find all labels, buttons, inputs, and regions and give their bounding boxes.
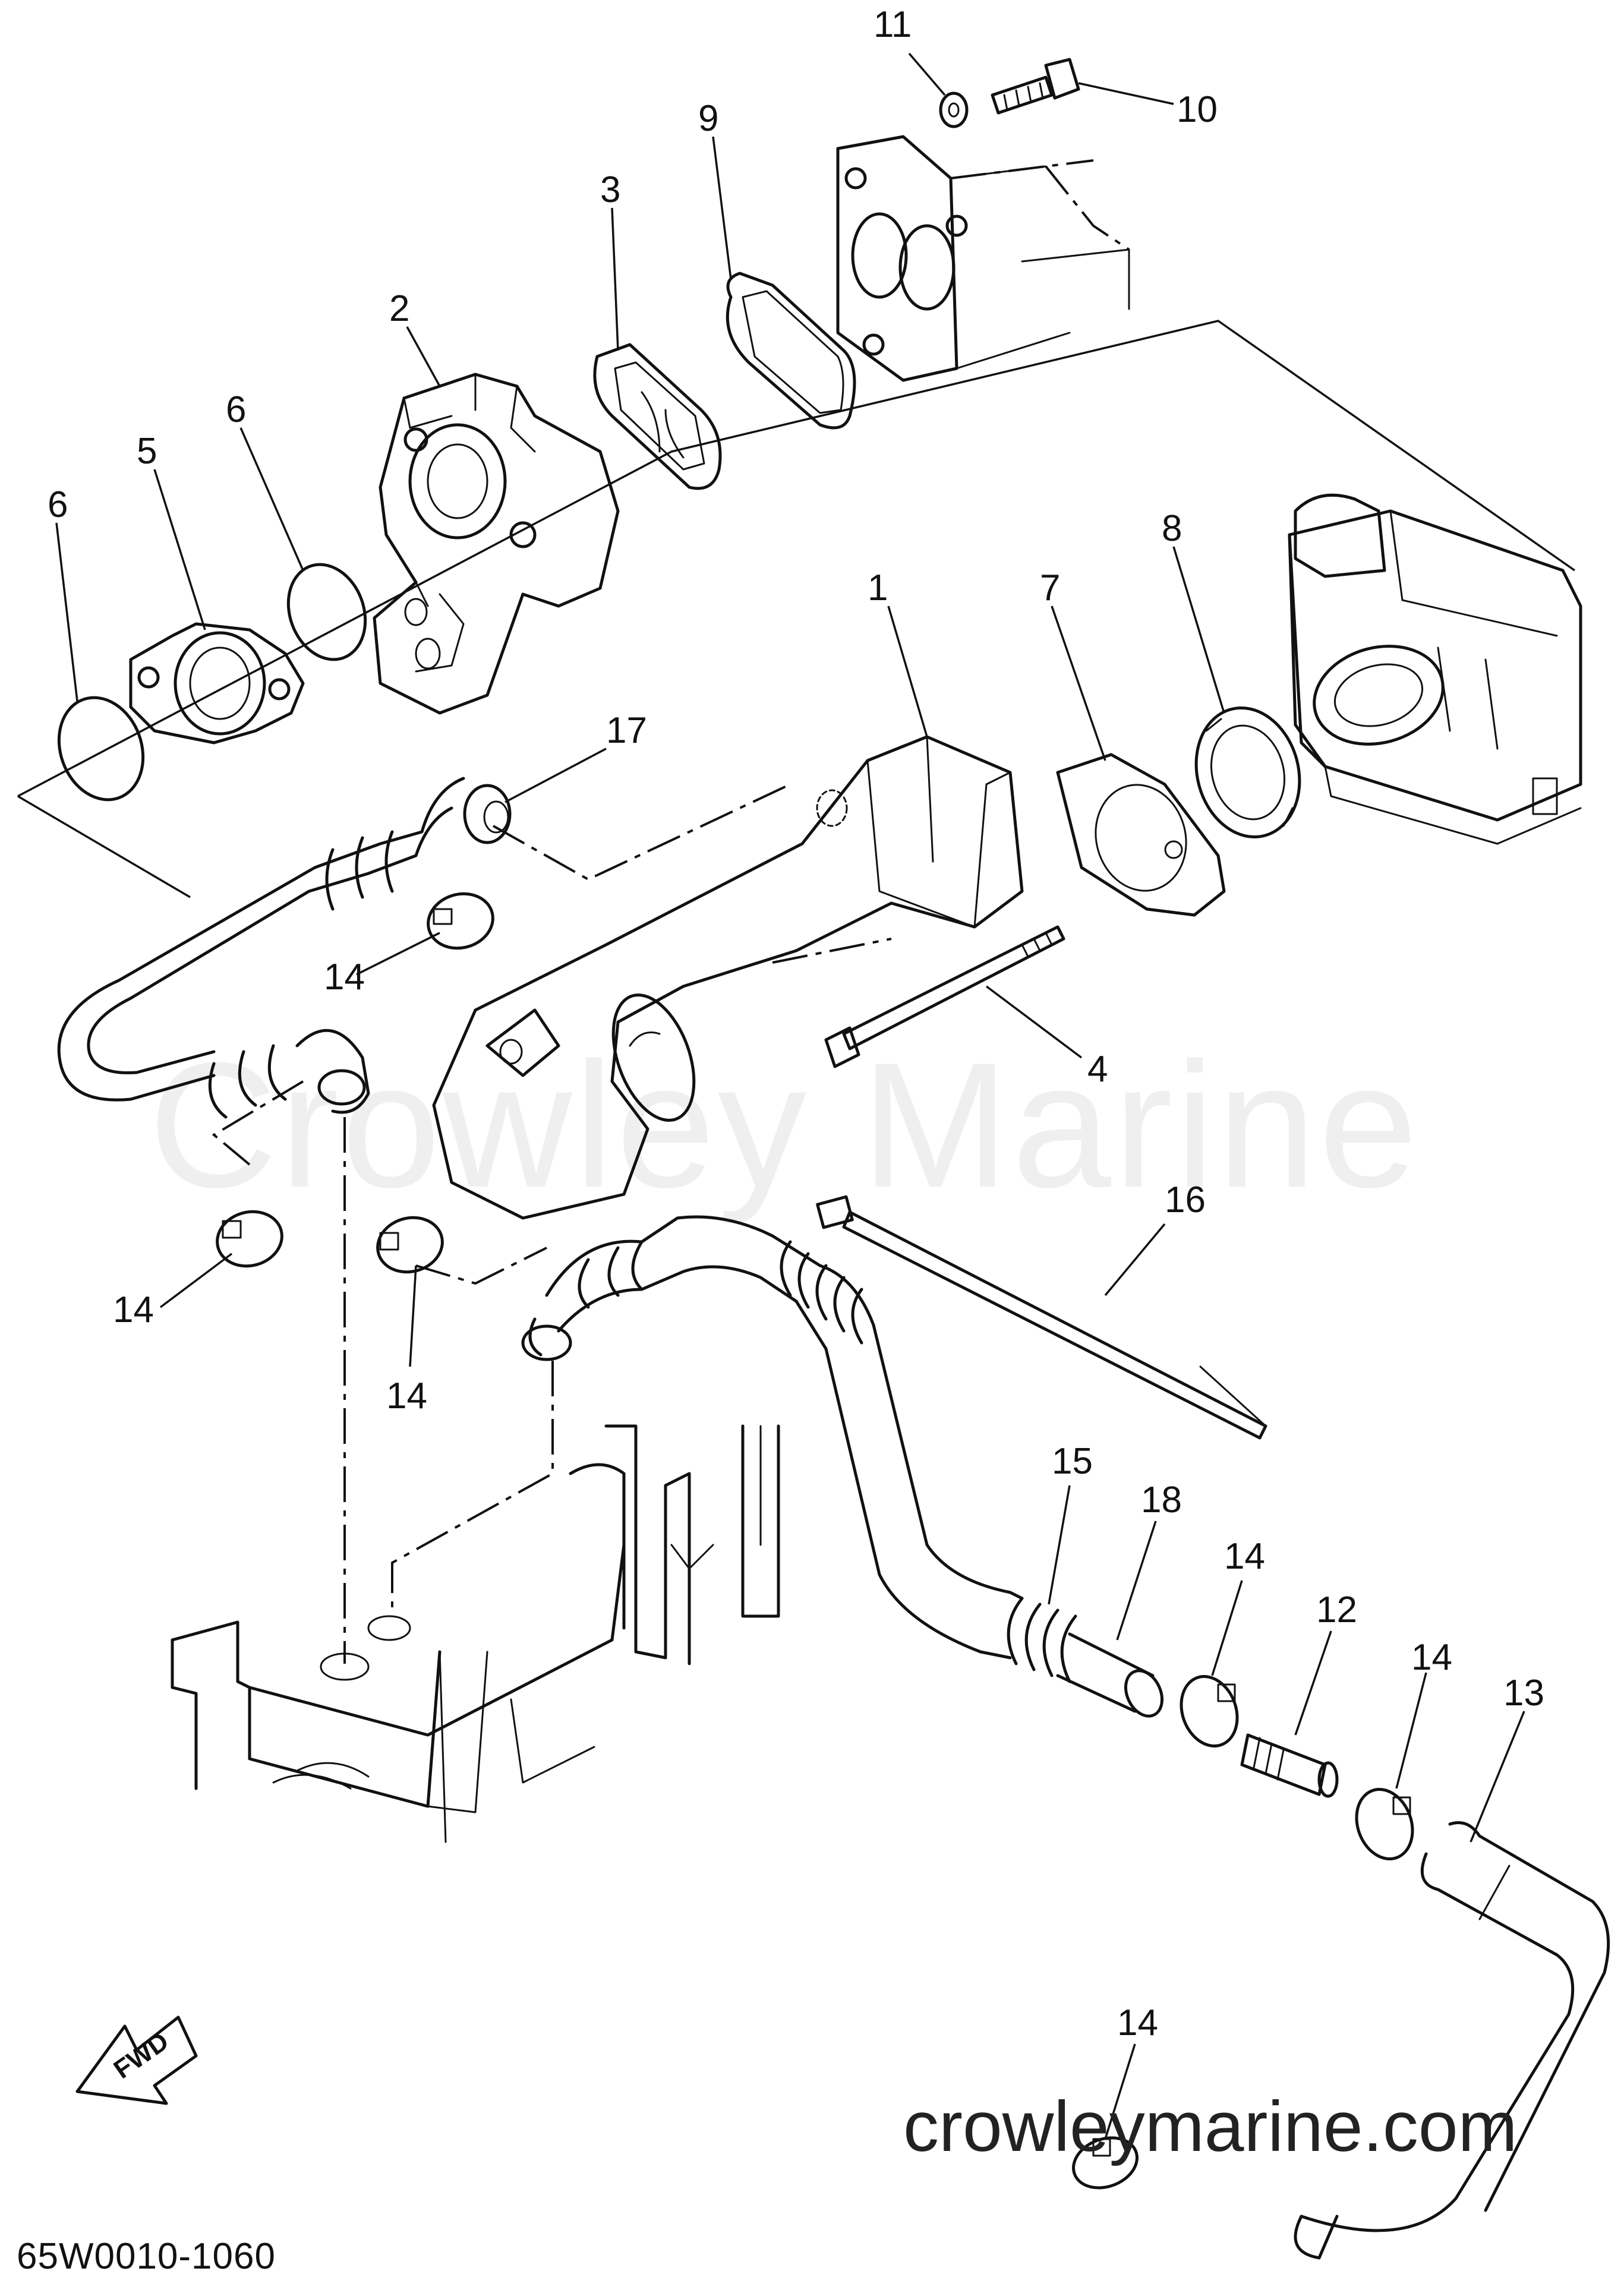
- assembly-bracket: [17, 320, 1576, 898]
- leader-dash-b: [391, 1361, 554, 1616]
- callout-15: 15: [1052, 1441, 1093, 1482]
- callout-10: 10: [1177, 89, 1218, 130]
- callout-6b: 6: [48, 484, 68, 525]
- callout-14c: 14: [386, 1376, 427, 1417]
- callout-4: 4: [1087, 1049, 1108, 1090]
- fwd-arrow: FWD: [75, 2015, 198, 2105]
- callout-16: 16: [1165, 1179, 1206, 1220]
- clamp-14-f: [1072, 2136, 1139, 2190]
- silencer-1: [432, 735, 1024, 1220]
- callout-leaders: [55, 52, 1525, 2140]
- o-ring-6-upper: [286, 563, 367, 661]
- gasket-3: [593, 343, 722, 490]
- clamp-14-b: [216, 1210, 283, 1268]
- clamp-14-c: [376, 1216, 444, 1274]
- clamp-14-e: [1355, 1788, 1414, 1860]
- leader-dash-e: [212, 1080, 304, 1166]
- callout-11: 11: [874, 4, 912, 45]
- callout-18: 18: [1141, 1480, 1182, 1521]
- callout-14f: 14: [1117, 2002, 1158, 2043]
- callout-12: 12: [1316, 1589, 1357, 1630]
- leader-dash-f: [415, 1247, 547, 1285]
- callout-14a: 14: [324, 957, 365, 998]
- callout-9: 9: [698, 98, 718, 139]
- breather-hose-upper: [57, 777, 512, 1119]
- callout-7: 7: [1040, 567, 1060, 608]
- callout-17: 17: [606, 710, 647, 751]
- bolt-4: [824, 925, 1065, 1068]
- throttle-body: [1288, 493, 1582, 845]
- gasket-7: [1056, 753, 1226, 917]
- leader-dash-c: [493, 783, 791, 881]
- callout-13: 13: [1503, 1673, 1544, 1714]
- leader-dash-d: [772, 938, 892, 964]
- crankcase-fragment: [171, 1424, 780, 1843]
- callout-14d: 14: [1224, 1536, 1265, 1577]
- gasket-9: [726, 272, 856, 430]
- callout-3: 3: [600, 169, 620, 210]
- cable-tie-16: [816, 1195, 1267, 1440]
- joint-12: [1240, 1733, 1339, 1798]
- engine-head-fragment: [836, 135, 1130, 382]
- callout-14b: 14: [113, 1289, 154, 1330]
- pipe-18: [1056, 1632, 1163, 1718]
- callout-8: 8: [1162, 508, 1182, 549]
- clamp-14-d: [1180, 1675, 1239, 1747]
- o-ring-6-lower: [57, 696, 145, 802]
- callout-6a: 6: [226, 389, 246, 430]
- hose-13: [1294, 1821, 1610, 2260]
- bolt-10: [991, 58, 1080, 115]
- website-label: crowleymarine.com: [903, 2087, 1518, 2166]
- callout-14e: 14: [1411, 1637, 1452, 1678]
- diagram-code: 65W0010-1060: [17, 2236, 276, 2277]
- callout-5: 5: [137, 431, 157, 472]
- gasket-8: [1194, 706, 1301, 839]
- watermark-text: Crowley Marine: [149, 1025, 1420, 1225]
- clamp-14-a: [427, 892, 494, 950]
- intake-hose-15: [521, 1215, 1077, 1683]
- callout-1: 1: [868, 567, 888, 608]
- flange-5: [129, 622, 305, 745]
- callout-labels: 1 2 3 4 5 6 6 7 8 9 10 11 12 13 14 14 14…: [48, 4, 1544, 2043]
- callout-2: 2: [389, 288, 409, 329]
- washer-11: [939, 92, 969, 128]
